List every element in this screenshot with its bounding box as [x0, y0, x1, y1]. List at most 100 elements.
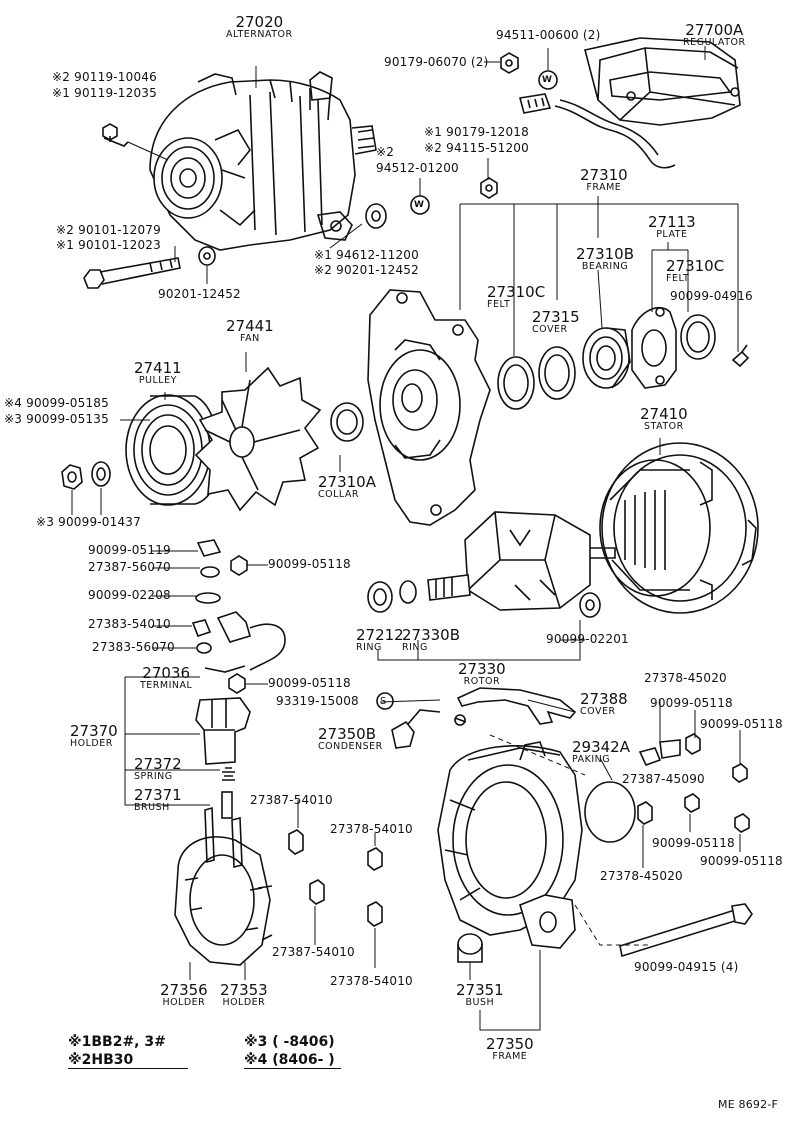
label-90099-05119: 90099-05119 — [88, 543, 171, 557]
note-2-mark: ※2 — [68, 1052, 92, 1068]
label-90119-10046: ※2 90119-10046 — [52, 70, 157, 84]
note-2-text: HB30 — [91, 1052, 134, 1068]
washer-90099-01437-drawing — [91, 461, 111, 487]
screw-90099-04916-drawing — [731, 344, 750, 368]
label-94612-11200: ※1 94612-11200 — [314, 248, 419, 262]
label-90101-12023: ※1 90101-12023 — [56, 238, 161, 252]
note-4-mark: ※4 — [244, 1052, 268, 1068]
note-3-text: ( -8406) — [272, 1034, 335, 1050]
long-bolt-90099-04915-drawing — [619, 903, 753, 958]
bearing-27310b-drawing — [582, 327, 631, 389]
ring-27330b-drawing — [399, 580, 417, 604]
label-90179-06070: 90179-06070 (2) — [384, 55, 489, 69]
label-90099-05118-a: 90099-05118 — [268, 557, 351, 571]
label-94511-00600: 94511-00600 (2) — [496, 28, 601, 42]
rear-frame-27350-drawing — [437, 741, 583, 949]
w-mark-94511: W — [542, 75, 553, 85]
label-27387-54010-a: 27387-54010 — [250, 793, 333, 807]
felt-27310c-right-drawing — [680, 314, 716, 360]
fan-27441-drawing — [194, 366, 322, 512]
label-90179-12018: ※1 90179-12018 — [424, 125, 529, 139]
small-terminal-parts-drawing — [191, 539, 286, 694]
label-90201-12452-a: ※2 90201-12452 — [314, 263, 419, 277]
label-27387-45090: 27387-45090 — [622, 772, 705, 786]
plate-27113-drawing — [631, 306, 677, 389]
label-27378-54010-a: 27378-54010 — [330, 822, 413, 836]
label-27378-45020-a: 27378-45020 — [644, 671, 727, 685]
nut-90179-06070-drawing — [500, 52, 519, 74]
note-3: ※3 ( -8406) — [244, 1034, 335, 1051]
condenser-27350b-drawing — [391, 709, 467, 749]
label-27378-54010-b: 27378-54010 — [330, 974, 413, 988]
label-27387-54010-b: 27387-54010 — [272, 945, 355, 959]
note-4: ※4 (8406- ) — [244, 1052, 341, 1069]
cover-27315-drawing — [538, 346, 576, 400]
label-27387-56070: 27387-56070 — [88, 560, 171, 574]
felt-27310c-left-drawing — [497, 356, 535, 410]
note-2-underlined: ※2HB30 — [68, 1052, 188, 1069]
footer-code: ME 8692-F — [718, 1098, 779, 1111]
label-90201-12452-b: 90201-12452 — [158, 287, 241, 301]
front-frame-27310-drawing — [367, 289, 491, 526]
washer-90201-drawing — [198, 246, 216, 266]
label-90099-05118-b: 90099-05118 — [268, 676, 351, 690]
rear-cover-27388-drawing — [456, 687, 577, 725]
rotor-27330-drawing — [427, 511, 616, 611]
note-1-text: BB2#, 3# — [91, 1034, 166, 1050]
label-90099-05118-f: 90099-05118 — [700, 854, 783, 868]
s-mark-93319: S — [380, 696, 387, 707]
note-4-underlined: ※4 (8406- ) — [244, 1052, 341, 1069]
bush-27351-drawing — [457, 933, 483, 963]
dashed-guide-rear — [489, 734, 650, 946]
w-washer-94511-drawing — [538, 70, 558, 90]
washer-90099-02201-drawing — [579, 592, 601, 618]
brush-holder-27370-drawing — [195, 697, 251, 819]
nut-90099-05185-drawing — [61, 464, 83, 490]
washer-90201-hole — [203, 252, 211, 260]
long-bolt-90101-drawing — [83, 257, 181, 289]
label-94115-51200: ※2 94115-51200 — [424, 141, 529, 155]
note-1-mark: ※1 — [68, 1034, 92, 1050]
collar-27310a-drawing — [330, 402, 364, 442]
label-94512-01200: 94512-01200 — [376, 161, 459, 175]
nut-90179-12018-drawing — [480, 177, 498, 199]
label-93319-15008: 93319-15008 — [276, 694, 359, 708]
nut-94612-drawing — [365, 203, 387, 229]
small-nuts-right-drawing — [637, 733, 750, 833]
stator-27410-drawing — [599, 442, 759, 614]
bushes-27387-27378-drawing — [288, 829, 383, 927]
label-90099-02201: 90099-02201 — [546, 632, 629, 646]
brush-holder-27356-27353-drawing — [174, 806, 273, 966]
bolt-90119-drawing — [102, 123, 169, 161]
label-90099-04915: 90099-04915 (4) — [634, 960, 739, 974]
label-90099-05118-e: 90099-05118 — [652, 836, 735, 850]
ring-27212-drawing — [367, 581, 393, 613]
label-90099-05118-d: 90099-05118 — [700, 717, 783, 731]
label-90119-12035: ※1 90119-12035 — [52, 86, 157, 100]
alternator-assembly-drawing — [149, 71, 377, 251]
label-27378-45020-b: 27378-45020 — [600, 869, 683, 883]
label-90099-05185: ※4 90099-05185 — [4, 396, 109, 410]
